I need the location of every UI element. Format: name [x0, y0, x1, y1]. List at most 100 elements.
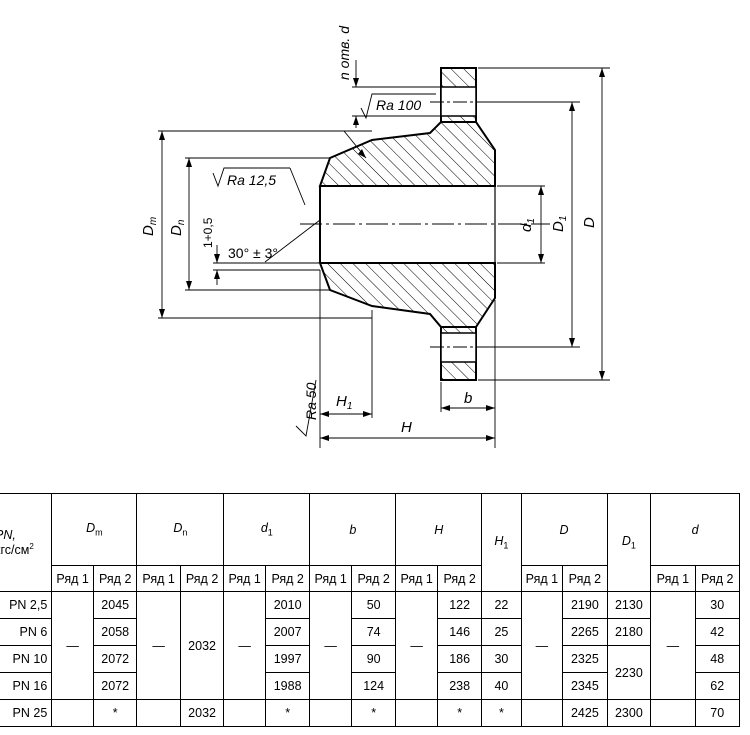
b-row2-cell: 50 [350, 591, 397, 619]
H-row1-dash: — [395, 591, 438, 700]
d1-row2-cell: 1997 [264, 645, 311, 673]
pn-cell: PN 25 [0, 699, 53, 727]
flange-section-lower [318, 262, 496, 328]
d-row2-cell: 70 [694, 699, 741, 727]
H-row2-cell: 238 [436, 672, 483, 700]
holes-label: n отв. d [336, 25, 352, 80]
dn-row2-cell: 2032 [179, 699, 225, 727]
d1-row2-cell: 2007 [264, 618, 311, 646]
ra125-label: Ra 12,5 [227, 172, 276, 188]
H-row2-cell: * [436, 699, 483, 727]
d-row1-cell [650, 699, 696, 727]
d-row2-cell: 48 [694, 645, 741, 673]
subheader-row2: Ряд 2 [92, 565, 138, 592]
b-row2-cell: 124 [350, 672, 397, 700]
subheader-row2: Ряд 2 [562, 565, 608, 592]
D-row2-cell: 2325 [562, 645, 608, 673]
subheader-row1: Ряд 1 [51, 565, 94, 592]
dm-row2-cell: 2058 [92, 618, 138, 646]
dm-row1-cell [51, 699, 94, 727]
dm-row2-cell: 2072 [92, 645, 138, 673]
dm-row2-cell: 2072 [92, 672, 138, 700]
subheader-row2: Ряд 2 [264, 565, 311, 592]
d1-row1-cell [223, 699, 266, 727]
dn-row1-dash: — [136, 591, 181, 700]
header-d: d [650, 493, 740, 566]
subheader-row2: Ряд 2 [179, 565, 225, 592]
H-row2-cell: 122 [436, 591, 483, 619]
subheader-row1: Ряд 1 [650, 565, 696, 592]
d-row1-dash: — [650, 591, 696, 700]
header-pn: PN,кгс/см2 [0, 493, 53, 592]
flange-section-upper [318, 121, 496, 187]
pn-cell: PN 16 [0, 672, 53, 700]
b-row2-cell: 74 [350, 618, 397, 646]
H-row1-cell [395, 699, 438, 727]
header-d1: d1 [223, 493, 311, 566]
dm-label: Dm [140, 217, 159, 236]
d-row2-cell: 62 [694, 672, 741, 700]
H1-cell: 22 [481, 591, 522, 619]
H1-cell: 30 [481, 645, 522, 673]
H-row2-cell: 186 [436, 645, 483, 673]
dn-row1-cell [136, 699, 181, 727]
b-row2-cell: * [350, 699, 397, 727]
H-row2-cell: 146 [436, 618, 483, 646]
b-row1-cell [309, 699, 352, 727]
header-dn: Dn [136, 493, 225, 566]
D-label: D [581, 217, 598, 228]
header-H1: H1 [481, 493, 522, 592]
header-D: D [520, 493, 608, 566]
D1-cell: 2130 [606, 591, 652, 619]
tolerance-label: 1+0,5 [201, 217, 215, 248]
table-row: PN 25 * 2032 * * * * 2425 2300 70 [0, 699, 741, 727]
subheader-row1: Ряд 1 [223, 565, 266, 592]
header-b: b [309, 493, 397, 566]
subheader-row1: Ряд 1 [136, 565, 181, 592]
D-row2-cell: 2425 [562, 699, 608, 727]
table-row: PN 10 2072 1997 90 186 30 2325 2230 48 [0, 645, 741, 700]
pn-cell: PN 6 [0, 618, 53, 646]
subheader-row1: Ряд 1 [520, 565, 564, 592]
d1-row2-cell: * [264, 699, 311, 727]
D-row2-cell: 2190 [562, 591, 608, 619]
ra100-label: Ra 100 [376, 97, 421, 113]
dn-label: Dn [168, 219, 187, 236]
d1-label: d1 [518, 218, 537, 232]
subheader-row2: Ряд 2 [436, 565, 483, 592]
d1-row2-cell: 2010 [264, 591, 311, 619]
b-row1-dash: — [309, 591, 352, 700]
header-H: H [395, 493, 483, 566]
H1-label: H1 [336, 393, 352, 412]
flange-dimensions-table: PN,кгс/см2 Dm Dn d1 b H H1 D D1 d Ряд 1 … [0, 493, 741, 727]
d1-row2-cell: 1988 [264, 672, 311, 700]
pn-cell: PN 10 [0, 645, 53, 673]
D-row1-dash: — [520, 591, 564, 700]
d-row2-cell: 42 [694, 618, 741, 646]
D1-cell: 2300 [606, 699, 652, 727]
b-label: b [464, 390, 472, 407]
subheader-row1: Ряд 1 [395, 565, 438, 592]
header-D1: D1 [606, 493, 652, 592]
table-row: PN 2,5 — 2045 — 2032 — 2010 — 50 — 122 2… [0, 591, 741, 700]
D-row1-cell [520, 699, 564, 727]
dm-row2-cell: 2045 [92, 591, 138, 619]
D1-label: D1 [550, 216, 569, 232]
table-row: PN 16 2072 1988 124 238 40 2345 62 [0, 672, 741, 700]
H1-cell: * [481, 699, 522, 727]
angle-label: 30° ± 3° [228, 245, 278, 261]
b-row2-cell: 90 [350, 645, 397, 673]
dm-row2-cell: * [92, 699, 138, 727]
D-row2-cell: 2345 [562, 672, 608, 700]
H1-cell: 40 [481, 672, 522, 700]
d-row2-cell: 30 [694, 591, 741, 619]
subheader-row2: Ряд 2 [694, 565, 741, 592]
dn-row2-merged: 2032 [179, 591, 225, 700]
flange-drawing: n отв. d Ra 100 Ra 12,5 Ra 50 1+0,5 30° … [140, 25, 610, 448]
subheader-row2: Ряд 2 [350, 565, 397, 592]
H1-cell: 25 [481, 618, 522, 646]
ra50-label: Ra 50 [303, 382, 319, 420]
table-row: PN 6 2058 2007 74 146 25 2265 2180 42 [0, 618, 741, 646]
H-label: H [401, 419, 412, 436]
header-dm: Dm [51, 493, 138, 566]
